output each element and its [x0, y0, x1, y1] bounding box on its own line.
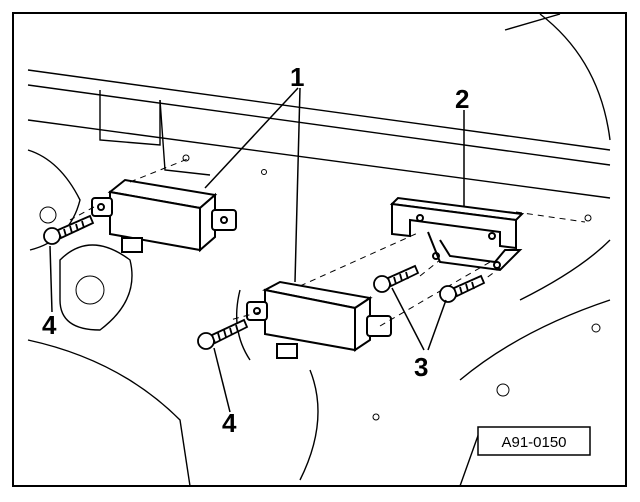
- reference-code-box: [477, 426, 591, 456]
- callout-2: 2: [455, 84, 469, 114]
- screw-bracket-1: [373, 264, 420, 293]
- screw-bracket-2: [439, 274, 486, 303]
- mounting-bracket: [389, 196, 525, 272]
- screw-upper-left: [43, 214, 95, 245]
- frame-border: [12, 12, 627, 487]
- callout-1: 1: [290, 62, 304, 92]
- callout-3: 3: [414, 352, 428, 382]
- callout-4-left: 4: [42, 310, 57, 340]
- callout-4-lower: 4: [222, 408, 237, 438]
- body-panel-outline: [27, 13, 611, 487]
- panel-holes: [39, 154, 601, 421]
- control-unit-lower: [246, 280, 392, 359]
- reference-code: A91-0150: [501, 434, 566, 451]
- leader-lines: [49, 87, 465, 413]
- alignment-lines: [69, 157, 586, 327]
- control-unit-upper: [91, 178, 237, 253]
- screw-lower-left: [197, 318, 249, 350]
